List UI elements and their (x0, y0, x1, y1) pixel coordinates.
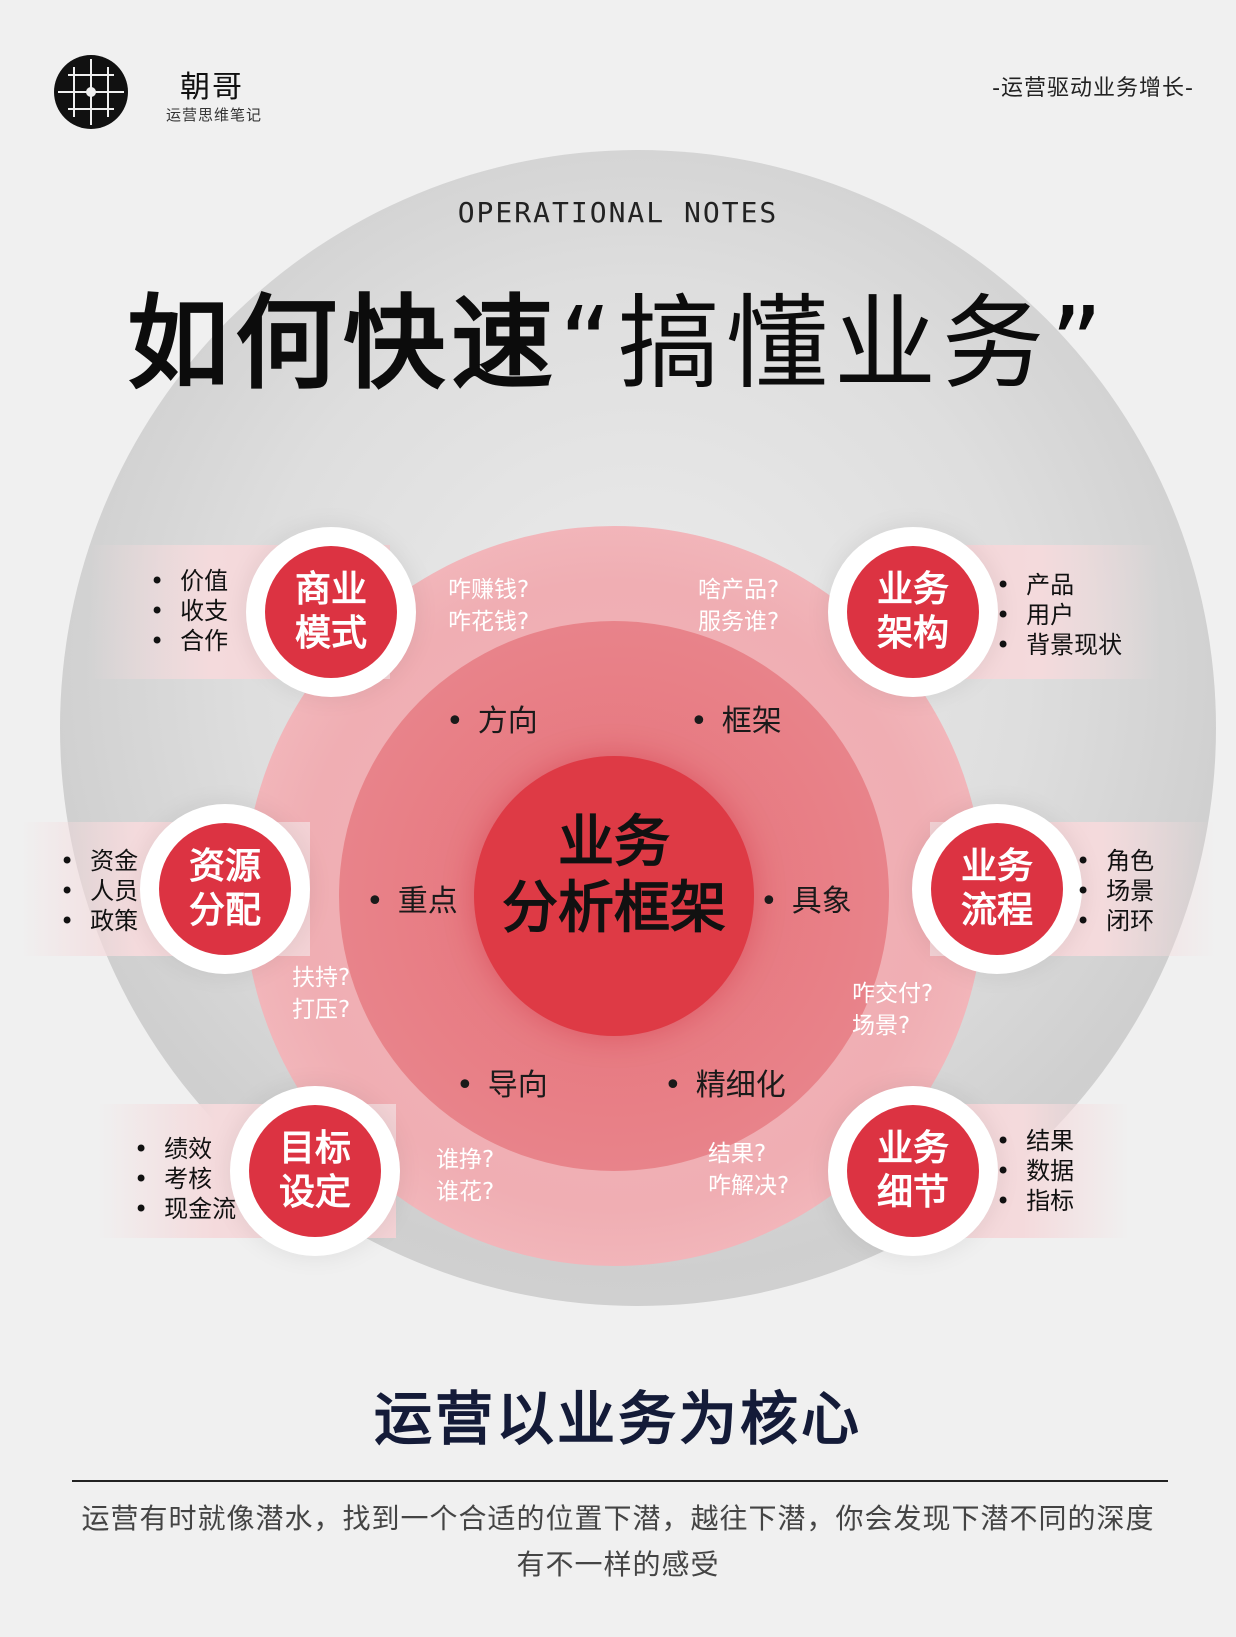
core-circle (474, 756, 754, 1036)
question-group-resource-allocation: 扶持?打压? (292, 965, 351, 1023)
list-goal-setting: 绩效 考核 现金流 (134, 1134, 236, 1224)
center-title-line2: 分析框架 (502, 876, 726, 941)
list-business-architecture: 产品 用户 背景现状 (996, 570, 1122, 660)
keyword-focus: 重点 (366, 876, 458, 920)
question-group-business-model: 咋赚钱?咋花钱? (448, 577, 530, 635)
node-resource-allocation: 资源分配 (159, 823, 291, 955)
question-group-goal-setting: 谁挣?谁花? (436, 1147, 495, 1205)
keyword-direction: 方向 (446, 696, 538, 740)
node-goal-setting: 目标设定 (249, 1105, 381, 1237)
center-title-line1: 业务 (558, 810, 670, 875)
keyword-refinement: 精细化 (664, 1060, 786, 1104)
question-group-business-details: 结果?咋解决? (708, 1141, 790, 1199)
brand-name: 朝哥 (180, 70, 244, 105)
title-main: 如何快速 (127, 285, 560, 404)
question-group-business-process: 咋交付?场景? (852, 981, 934, 1039)
question-group-business-architecture: 啥产品?服务谁? (698, 577, 780, 635)
brand-logo-icon (54, 55, 128, 129)
list-business-model: 价值 收支 合作 (150, 566, 228, 656)
brand-subtitle: 运营思维笔记 (166, 106, 263, 124)
bottom-title: 运营以业务为核心 (373, 1385, 862, 1453)
list-business-process: 角色 场景 闭环 (1076, 846, 1154, 936)
keyword-concrete: 具象 (760, 876, 852, 920)
divider (72, 1480, 1168, 1482)
keyword-framework: 框架 (690, 696, 782, 740)
bottom-description: 运营有时就像潜水，找到一个合适的位置下潜，越往下潜，你会发现下潜不同的深度有不一… (81, 1502, 1155, 1581)
node-business-model: 商业模式 (265, 546, 397, 678)
node-business-architecture: 业务架构 (847, 546, 979, 678)
title-quoted: “搞懂业务” (559, 285, 1109, 404)
center-title: 业务 分析框架 (474, 810, 754, 942)
keyword-orientation: 导向 (456, 1060, 548, 1104)
list-resource-allocation: 资金 人员 政策 (60, 846, 138, 936)
slogan: -运营驱动业务增长- (992, 76, 1194, 101)
page-title: 如何快速“搞懂业务” (0, 262, 1236, 409)
node-business-process: 业务流程 (931, 823, 1063, 955)
eyebrow-text: OPERATIONAL NOTES (457, 196, 779, 229)
list-business-details: 结果 数据 指标 (996, 1126, 1074, 1216)
node-business-details: 业务细节 (847, 1105, 979, 1237)
